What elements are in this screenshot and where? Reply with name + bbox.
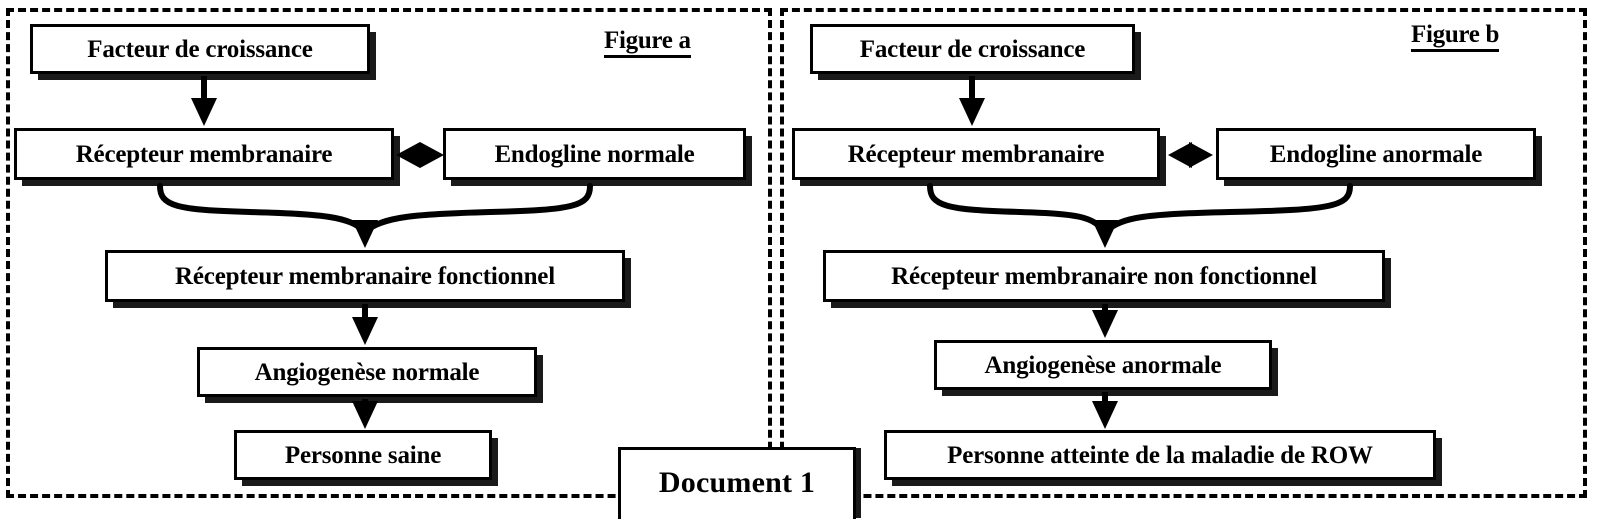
figure-b-node-growth-factor[interactable]: Facteur de croissance [810, 24, 1135, 74]
figure-b-node-endoglin[interactable]: Endogline anormale [1216, 128, 1536, 180]
node-label: Angiogenèse anormale [984, 351, 1222, 379]
figure-b-node-outcome[interactable]: Personne atteinte de la maladie de ROW [884, 430, 1436, 480]
node-label: Personne saine [284, 441, 442, 469]
document-caption-box: Document 1 [618, 447, 856, 519]
figure-a-caption: Figure a [604, 27, 691, 59]
node-label: Personne atteinte de la maladie de ROW [947, 441, 1373, 469]
node-label: Facteur de croissance [859, 35, 1086, 63]
node-label: Récepteur membranaire fonctionnel [175, 262, 555, 290]
node-label: Récepteur membranaire [75, 140, 333, 168]
node-label: Endogline normale [494, 140, 695, 168]
node-label: Récepteur membranaire non fonctionnel [891, 262, 1317, 290]
node-label: Facteur de croissance [87, 35, 313, 63]
figure-a-node-outcome[interactable]: Personne saine [234, 430, 492, 480]
figure-b-node-membrane-receptor[interactable]: Récepteur membranaire [792, 128, 1160, 180]
figure-b-node-angiogenesis[interactable]: Angiogenèse anormale [934, 340, 1272, 390]
figure-b-panel [780, 8, 1587, 498]
figure-a-node-growth-factor[interactable]: Facteur de croissance [30, 24, 370, 74]
node-label: Angiogenèse normale [254, 358, 480, 386]
node-label: Endogline anormale [1269, 140, 1483, 168]
node-label: Récepteur membranaire [847, 140, 1105, 168]
figure-a-node-receptor-state[interactable]: Récepteur membranaire fonctionnel [105, 250, 625, 302]
figure-b-caption: Figure b [1411, 21, 1499, 53]
document-caption-label: Document 1 [658, 465, 816, 499]
figure-a-panel [6, 8, 772, 498]
figure-a-node-endoglin[interactable]: Endogline normale [443, 128, 746, 180]
figure-a-node-membrane-receptor[interactable]: Récepteur membranaire [14, 128, 394, 180]
figure-b-node-receptor-state[interactable]: Récepteur membranaire non fonctionnel [823, 250, 1385, 302]
figure-a-node-angiogenesis[interactable]: Angiogenèse normale [197, 347, 537, 397]
